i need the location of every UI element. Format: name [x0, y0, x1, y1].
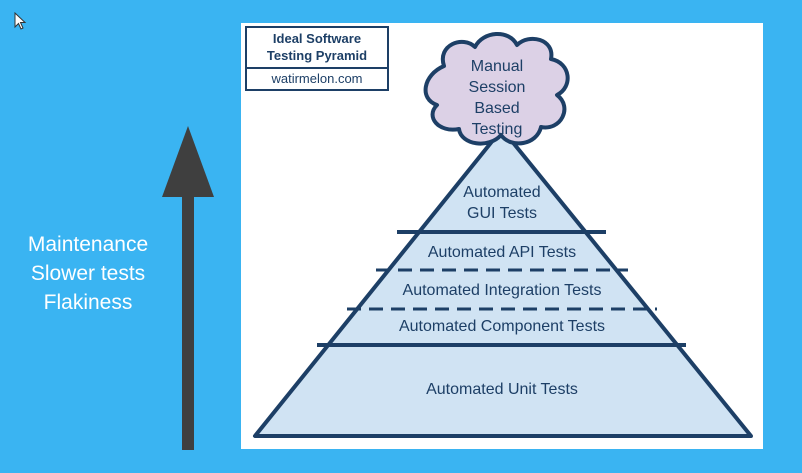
cloud-label-line-1: Manual [470, 58, 524, 75]
diagram-source: watirmelon.com [271, 71, 363, 86]
side-labels: Maintenance Slower tests Flakiness [14, 230, 162, 317]
testing-pyramid-diagram: Ideal Software Testing Pyramid watirmelo… [241, 23, 763, 449]
manual-testing-cloud [423, 32, 570, 146]
api-tests-label: Automated API Tests [427, 244, 577, 261]
cloud-label-line-4: Testing [471, 121, 523, 138]
unit-tests-label: Automated Unit Tests [426, 381, 578, 398]
up-arrow-icon [162, 126, 214, 450]
diagram-title-line-1: Ideal Software [272, 31, 362, 46]
gui-tests-label: Automated GUI Tests [422, 182, 582, 224]
mouse-cursor-icon [14, 12, 27, 30]
gui-tests-label-line-1: Automated [463, 184, 541, 201]
side-label-flakiness: Flakiness [43, 291, 133, 314]
gui-tests-label-line-2: GUI Tests [467, 205, 537, 222]
integration-tests-label: Automated Integration Tests [402, 282, 602, 299]
cloud-label-line-2: Session [468, 79, 526, 96]
component-tests-label: Automated Component Tests [398, 318, 606, 335]
pyramid-shape [253, 127, 753, 438]
cloud-label: Manual Session Based Testing [437, 56, 557, 140]
diagram-title-line-2: Testing Pyramid [266, 48, 368, 63]
cloud-label-line-3: Based [474, 100, 520, 117]
diagram-title-box: Ideal Software Testing Pyramid watirmelo… [245, 26, 389, 91]
side-label-maintenance: Maintenance [27, 233, 149, 256]
side-label-slower-tests: Slower tests [30, 262, 146, 285]
